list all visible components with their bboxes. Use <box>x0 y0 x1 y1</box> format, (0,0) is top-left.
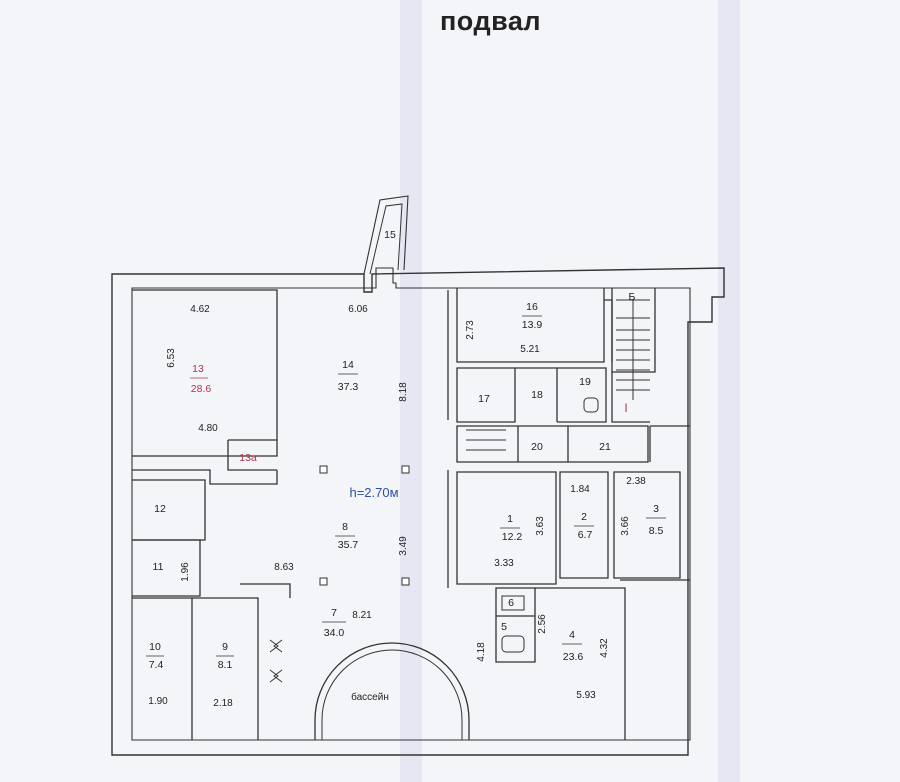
room-13-area: 28.6 <box>191 383 212 395</box>
room-13a-number: 13а <box>239 452 257 464</box>
room-1-area: 12.2 <box>502 531 523 543</box>
dim-1-90: 1.90 <box>148 696 168 707</box>
room-8-area: 35.7 <box>338 539 359 551</box>
room-14-area: 37.3 <box>338 381 359 393</box>
room-14-number: 14 <box>342 359 354 371</box>
outer-walls <box>111 195 725 756</box>
room-9-number: 9 <box>222 641 228 653</box>
room-13-number: 13 <box>192 363 204 375</box>
room-18-number: 18 <box>531 389 543 401</box>
room-7-area: 34.0 <box>324 627 345 639</box>
dim-5-93: 5.93 <box>576 690 596 701</box>
room-3-area: 8.5 <box>649 525 664 537</box>
room-2-area: 6.7 <box>578 529 593 541</box>
room-11-number: 11 <box>153 561 164 573</box>
room-10-area: 7.4 <box>149 659 164 671</box>
room-7-number: 7 <box>331 607 337 619</box>
room-9-area: 8.1 <box>218 659 233 671</box>
dim-4-80: 4.80 <box>198 423 218 434</box>
room-4-area: 23.6 <box>563 651 584 663</box>
ceiling-height-label: h=2.70м <box>349 485 398 500</box>
dim-8-18: 8.18 <box>398 382 409 402</box>
dim-3-63: 3.63 <box>535 516 546 536</box>
room-5-number: 5 <box>501 621 507 633</box>
pool <box>314 642 470 740</box>
staircase <box>466 299 650 451</box>
sanitary-fixtures <box>269 397 599 683</box>
dim-8-63: 8.63 <box>274 562 294 573</box>
room-10-number: 10 <box>149 641 161 653</box>
dim-4-32: 4.32 <box>599 638 610 658</box>
room-1-number: 1 <box>507 513 513 525</box>
room-2-number: 2 <box>581 511 587 523</box>
room-20-number: 20 <box>531 441 543 453</box>
stair-label: Б <box>629 291 636 303</box>
dim-5-21: 5.21 <box>520 344 540 355</box>
interior-walls <box>132 288 690 740</box>
page-title: подвал <box>440 6 541 36</box>
room-17-number: 17 <box>478 393 490 405</box>
dim-3-33: 3.33 <box>494 558 514 569</box>
dim-8-21: 8.21 <box>352 610 372 621</box>
room-3-number: 3 <box>653 503 659 515</box>
pool-label: бассейн <box>351 691 389 703</box>
dim-6-06: 6.06 <box>348 304 368 315</box>
room-21-number: 21 <box>599 441 611 453</box>
stair-mark: I <box>624 401 627 415</box>
dim-4-18: 4.18 <box>476 642 487 662</box>
dim-6-53: 6.53 <box>166 348 177 368</box>
dim-4-62: 4.62 <box>190 304 210 315</box>
room-6-number: 6 <box>508 597 514 609</box>
dim-3-66: 3.66 <box>620 516 631 536</box>
room-4-number: 4 <box>569 629 575 641</box>
room-19-number: 19 <box>579 376 591 388</box>
room-12-number: 12 <box>154 503 166 515</box>
dim-3-49: 3.49 <box>398 536 409 556</box>
scan-shading-left <box>400 0 422 782</box>
dim-2-18: 2.18 <box>213 698 233 709</box>
room-15-number: 15 <box>384 229 396 241</box>
columns <box>319 465 410 586</box>
room-16-area: 13.9 <box>522 319 543 331</box>
dim-2-38: 2.38 <box>626 476 646 487</box>
dim-2-56: 2.56 <box>537 614 548 634</box>
scan-shading-right <box>718 0 740 782</box>
dim-2-73: 2.73 <box>465 320 476 340</box>
dim-1-96: 1.96 <box>180 562 191 582</box>
room-8-number: 8 <box>342 521 348 533</box>
room-16-number: 16 <box>526 301 538 313</box>
dim-1-84: 1.84 <box>570 484 590 495</box>
